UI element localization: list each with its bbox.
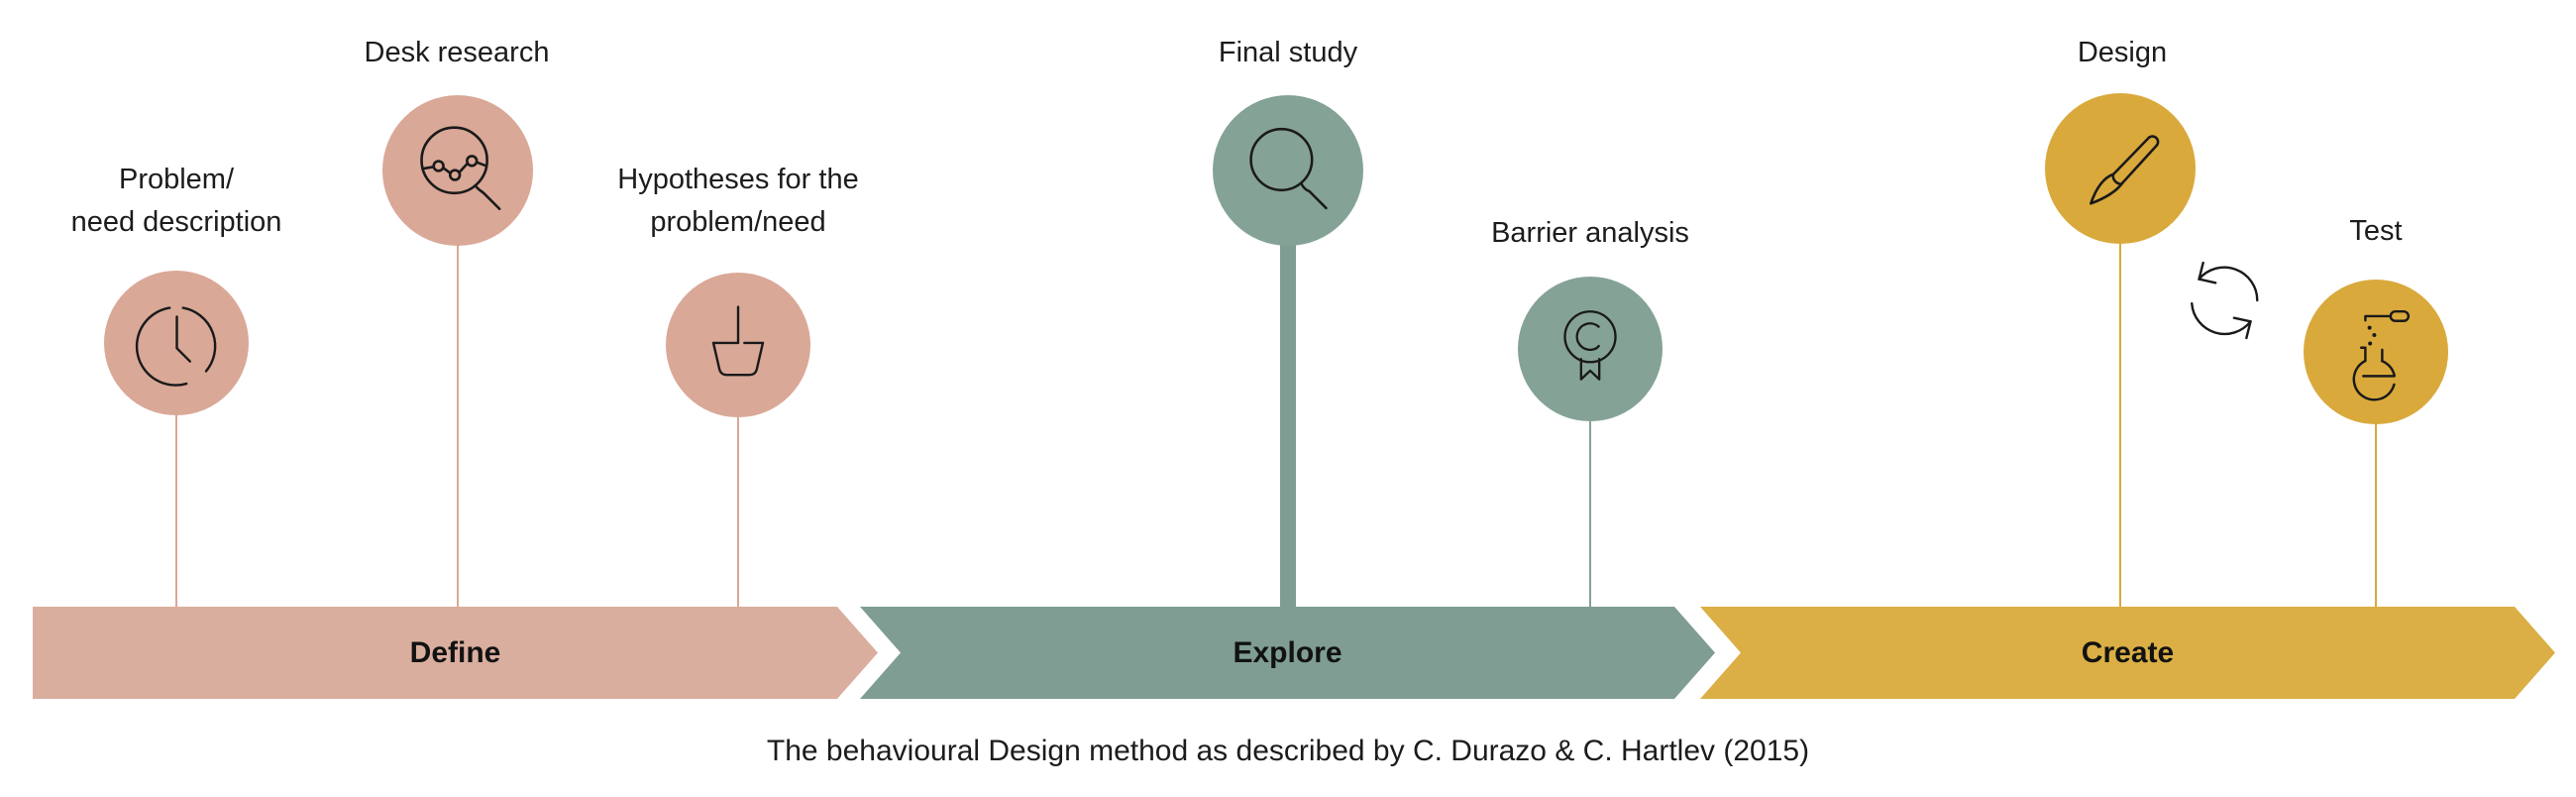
milestone-label-hypotheses: Hypotheses for the problem/need <box>617 164 859 238</box>
magnifier-chart-icon <box>420 126 501 211</box>
milestone-label-design: Design <box>2077 37 2168 68</box>
milestone-label-final-study: Final study <box>1218 37 1358 68</box>
phase-bar-define: Define <box>33 607 878 699</box>
connector-stem <box>1589 421 1591 607</box>
milestone-circle-barrier-analysis <box>1518 277 1663 421</box>
milestone-circle-problem <box>104 271 249 415</box>
phase-label-explore: Explore <box>1233 635 1342 669</box>
phase-bar-explore: Explore <box>860 607 1715 699</box>
clock-icon <box>135 306 217 387</box>
milestone-circle-test <box>2304 280 2448 424</box>
milestone-label-barrier-analysis: Barrier analysis <box>1491 217 1689 249</box>
connector-stem <box>175 415 177 607</box>
milestone-circle-desk-research <box>382 95 533 246</box>
connector-stem-thick <box>1280 242 1296 607</box>
phase-bar-create: Create <box>1700 607 2555 699</box>
phase-label-create: Create <box>2081 635 2175 669</box>
connector-stem <box>457 246 459 607</box>
milestone-label-test: Test <box>2349 215 2403 247</box>
connector-stem <box>2375 424 2377 607</box>
connector-stem <box>737 417 739 607</box>
paintbrush-icon <box>2090 135 2160 205</box>
cycle-arrows-icon <box>2191 261 2259 340</box>
magnifier-icon <box>1249 127 1328 210</box>
milestone-circle-hypotheses <box>666 273 810 417</box>
flask-icon <box>2352 309 2411 401</box>
connector-stem <box>2119 244 2121 607</box>
phase-label-define: Define <box>409 635 501 669</box>
diagram-caption: The behavioural Design method as describ… <box>766 735 1810 767</box>
milestone-circle-design <box>2045 93 2196 244</box>
design-test-loop <box>2173 249 2276 352</box>
milestone-label-problem-need-description: Problem/ need description <box>70 164 282 238</box>
basket-icon <box>711 305 765 377</box>
milestone-label-desk-research: Desk research <box>364 37 550 68</box>
award-ribbon-icon <box>1563 310 1617 381</box>
milestone-circle-final-study <box>1213 95 1363 246</box>
